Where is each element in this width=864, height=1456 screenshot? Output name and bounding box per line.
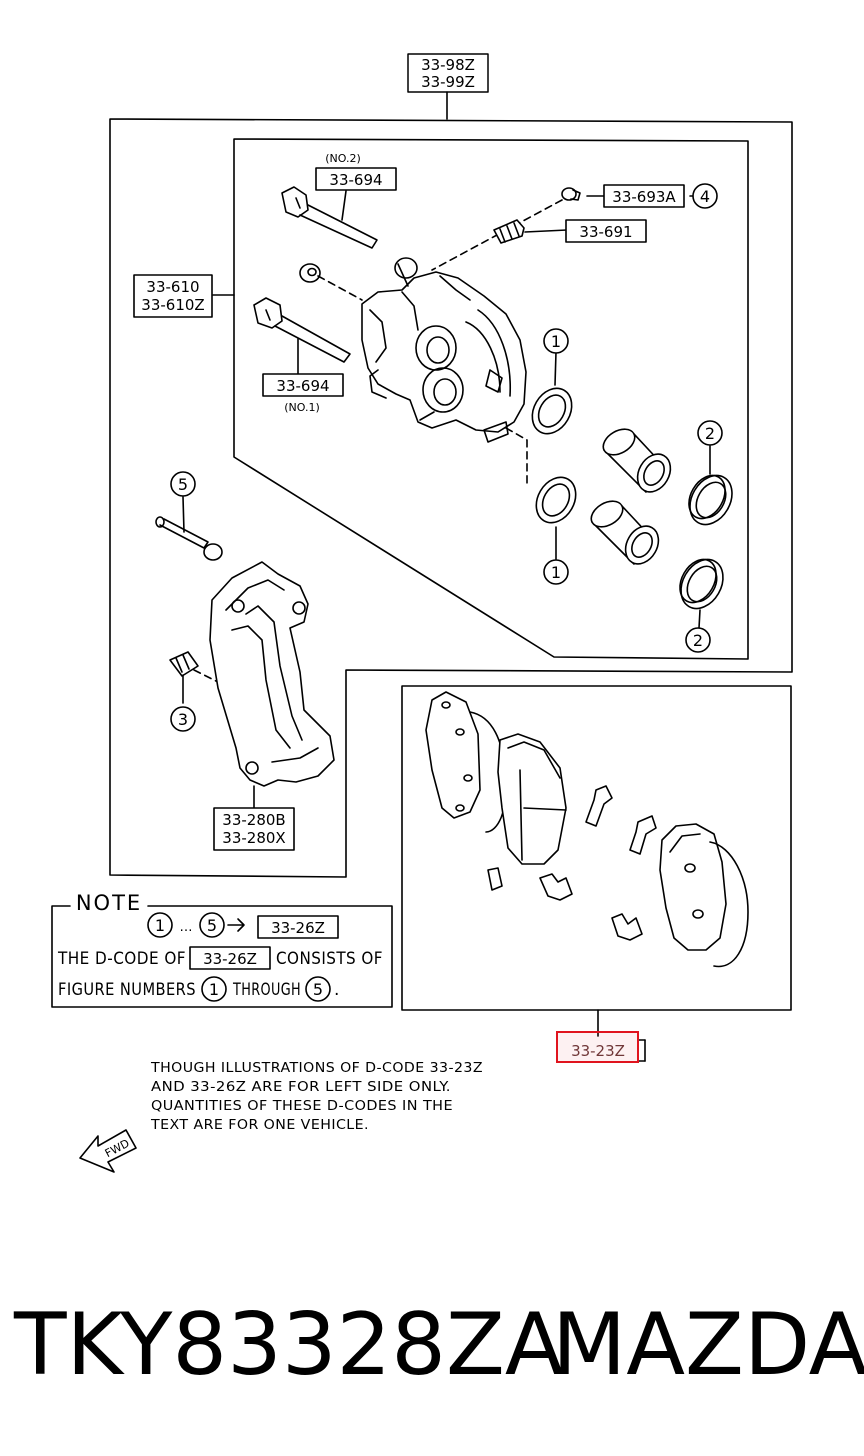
- bolt-no2-code[interactable]: 33-694: [329, 171, 382, 189]
- caliper-code-1[interactable]: 33-610: [146, 278, 199, 296]
- bolt-no1-note: (NO.1): [284, 401, 320, 414]
- piston-upper: [602, 428, 672, 493]
- callout-2-upper: 2: [705, 424, 715, 443]
- caliper-body: [361, 257, 527, 443]
- note-kit-code[interactable]: 33-26Z: [271, 919, 325, 937]
- inner-brake-pad: [425, 691, 567, 865]
- dust-boot-upper: [688, 474, 733, 526]
- brand-name: MAZDA: [552, 1295, 864, 1395]
- dust-boot-lower: [679, 558, 724, 610]
- pad-kit-panel: [401, 685, 792, 1011]
- note-line2-b: THROUGH: [232, 980, 301, 1000]
- note-line2-a: FIGURE NUMBERS: [58, 980, 196, 1000]
- callout-2-lower: 2: [693, 631, 703, 650]
- bleeder-screw-code[interactable]: 33-691: [579, 223, 632, 241]
- assembly-code-1: 33-98Z: [421, 56, 475, 74]
- caption-line-1: THOUGH ILLUSTRATIONS OF D-CODE 33-23Z: [150, 1061, 483, 1076]
- callout-1-lower: 1: [551, 563, 561, 582]
- guide-pin: [155, 516, 223, 561]
- callout-5: 5: [178, 475, 188, 494]
- pad-shims-and-clips: [487, 785, 657, 941]
- fwd-arrow-icon: [79, 1129, 137, 1173]
- bracket-code-1[interactable]: 33-280B: [222, 811, 285, 829]
- piston-lower: [590, 500, 660, 565]
- callout-1-upper: 1: [551, 332, 561, 351]
- caliper-bracket: [209, 561, 335, 787]
- note-line2-end: .: [334, 980, 340, 1000]
- caption-line-4: TEXT ARE FOR ONE VEHICLE.: [150, 1118, 369, 1133]
- piston-seal-lower: [535, 476, 577, 524]
- piston-seal-upper: [531, 387, 573, 435]
- assembly-label-box[interactable]: [407, 53, 489, 93]
- outer-brake-pad: [659, 823, 749, 968]
- note-title: NOTE: [76, 891, 142, 915]
- caliper-code-2[interactable]: 33-610Z: [141, 296, 204, 314]
- assembly-code-2: 33-99Z: [421, 73, 475, 91]
- caliper-body-panel: [233, 138, 749, 660]
- note-line2-num2: 5: [313, 980, 323, 999]
- bolt-no2: [281, 186, 378, 249]
- bleeder-cap-code[interactable]: 33-693A: [612, 188, 676, 206]
- pad-kit-code[interactable]: 33-23Z: [571, 1042, 625, 1060]
- note-line1-code[interactable]: 33-26Z: [203, 950, 257, 968]
- note-line1-b: CONSISTS OF: [276, 949, 383, 969]
- bolt-no2-note: (NO.2): [325, 152, 361, 165]
- caliper-assembly-frame: [109, 118, 793, 878]
- caption-line-3: QUANTITIES OF THESE D-CODES IN THE: [151, 1099, 453, 1114]
- bleeder-screw: [493, 219, 525, 244]
- note-box: [51, 905, 393, 1008]
- bolt-no1: [253, 297, 351, 363]
- callout-3: 3: [178, 710, 188, 729]
- bracket-code-2[interactable]: 33-280X: [222, 829, 285, 847]
- note-range-end: 5: [207, 916, 217, 935]
- pad-kit-highlight[interactable]: [556, 1031, 639, 1063]
- note-line1-a: THE D-CODE OF: [57, 949, 186, 969]
- guide-washer: [299, 263, 321, 283]
- note-line2-num1: 1: [209, 980, 219, 999]
- bleeder-cap: [561, 187, 581, 201]
- caption-line-2: AND 33-26Z ARE FOR LEFT SIDE ONLY.: [151, 1080, 451, 1095]
- note-range-start: 1: [155, 916, 165, 935]
- callout-4: 4: [700, 187, 710, 206]
- bolt-no1-code[interactable]: 33-694: [276, 377, 329, 395]
- part-number: TKY83328ZA: [14, 1295, 564, 1395]
- pin-boot: [169, 651, 199, 677]
- note-range-dots: …: [180, 920, 193, 935]
